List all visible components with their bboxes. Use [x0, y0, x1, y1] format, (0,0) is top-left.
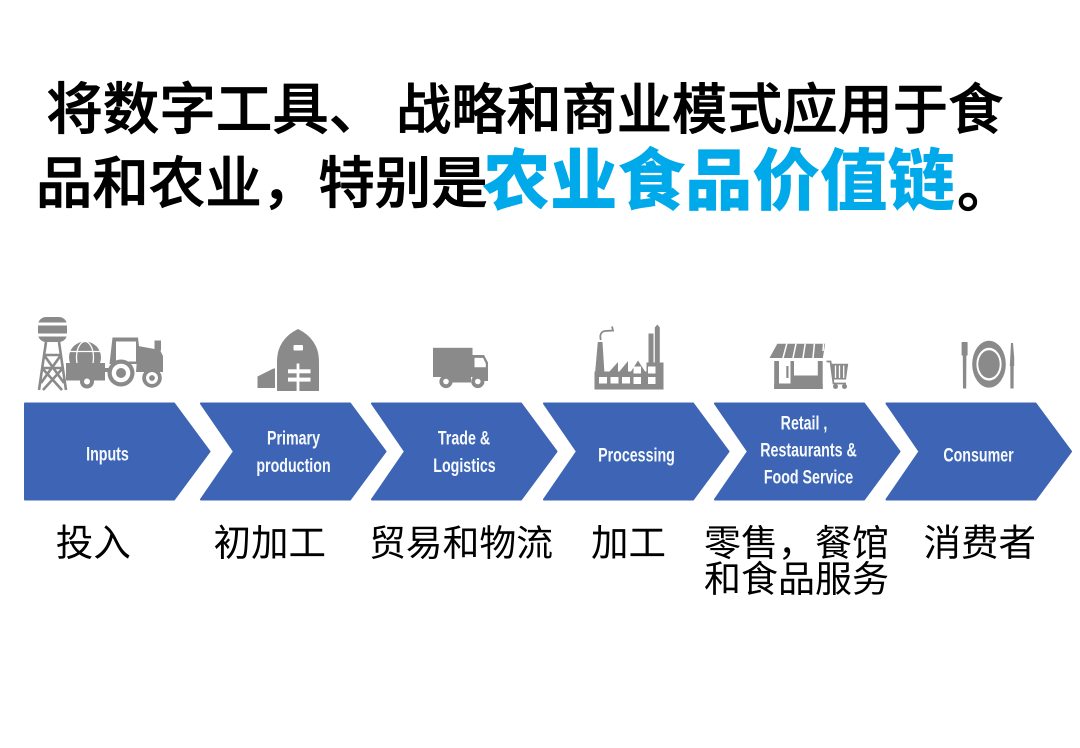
svg-text:Trade &: Trade &	[438, 427, 490, 449]
svg-text:Inputs: Inputs	[86, 443, 129, 465]
svg-text:Primary: Primary	[267, 427, 320, 449]
svg-text:Consumer: Consumer	[943, 444, 1014, 466]
svg-text:Food Service: Food Service	[764, 466, 853, 488]
svg-text:Processing: Processing	[598, 444, 675, 466]
svg-text:Retail ,: Retail ,	[781, 412, 828, 434]
svg-text:Restaurants &: Restaurants &	[760, 439, 856, 461]
svg-text:Logistics: Logistics	[433, 455, 495, 477]
svg-text:production: production	[256, 455, 330, 477]
